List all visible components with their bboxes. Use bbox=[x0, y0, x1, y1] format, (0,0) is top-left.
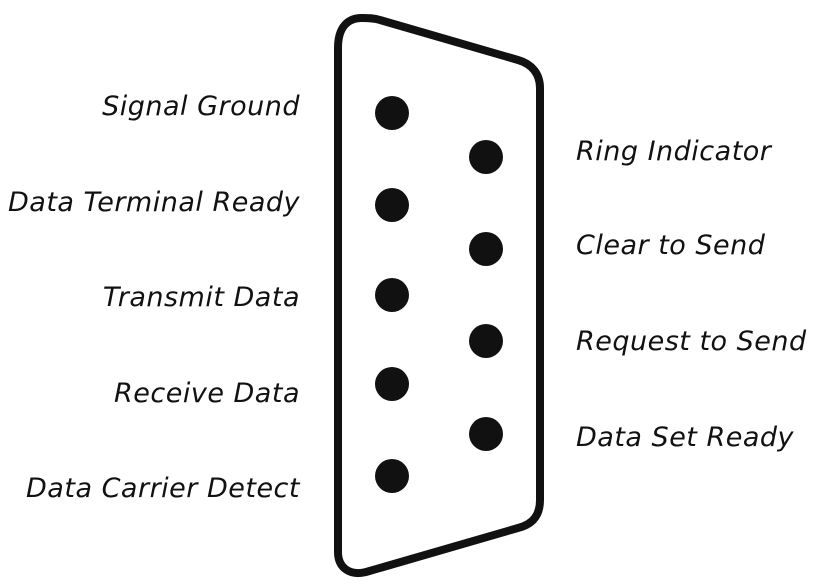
pin-dot-request-to-send bbox=[469, 324, 503, 358]
pin-label-signal-ground: Signal Ground bbox=[102, 91, 300, 122]
pin-label-transmit-data: Transmit Data bbox=[103, 282, 300, 313]
pin-label-data-set-ready: Data Set Ready bbox=[576, 422, 795, 453]
pin-dot-signal-ground bbox=[375, 96, 409, 130]
pin-dot-data-terminal-ready bbox=[375, 188, 409, 222]
pin-dot-ring-indicator bbox=[469, 140, 503, 174]
pin-dot-transmit-data bbox=[375, 278, 409, 312]
pin-label-clear-to-send: Clear to Send bbox=[576, 230, 766, 261]
pin-label-data-terminal-ready: Data Terminal Ready bbox=[8, 187, 301, 218]
pin-dot-data-set-ready bbox=[469, 417, 503, 451]
connector-shell bbox=[334, 14, 544, 577]
pin-label-ring-indicator: Ring Indicator bbox=[576, 136, 773, 167]
pin-label-data-carrier-detect: Data Carrier Detect bbox=[26, 473, 301, 504]
pin-label-receive-data: Receive Data bbox=[114, 378, 300, 409]
pin-dot-data-carrier-detect bbox=[375, 459, 409, 493]
pin-label-request-to-send: Request to Send bbox=[576, 326, 807, 357]
pin-dot-receive-data bbox=[375, 367, 409, 401]
pin-dot-clear-to-send bbox=[469, 232, 503, 266]
